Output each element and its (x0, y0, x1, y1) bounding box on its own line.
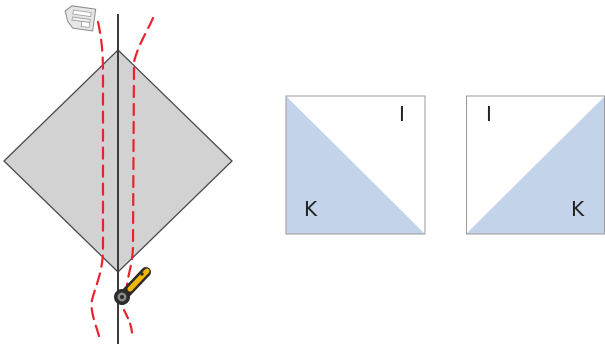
seam-line-right-tail (122, 308, 134, 336)
blue-triangle (466, 96, 605, 234)
seam-line-left (90, 20, 105, 338)
label-k: K (304, 197, 318, 221)
presser-foot-icon (64, 5, 97, 32)
label-k: K (571, 197, 585, 221)
label-i: I (399, 102, 405, 126)
seam-line-right (125, 16, 155, 287)
hst-square-left: I K (285, 95, 426, 235)
sewing-construction (3, 5, 233, 344)
square-border (285, 95, 426, 235)
hst-square-right: I K (466, 95, 605, 235)
label-i: I (486, 102, 492, 126)
rotary-cutter-icon (114, 267, 151, 305)
blue-triangle (286, 96, 425, 234)
